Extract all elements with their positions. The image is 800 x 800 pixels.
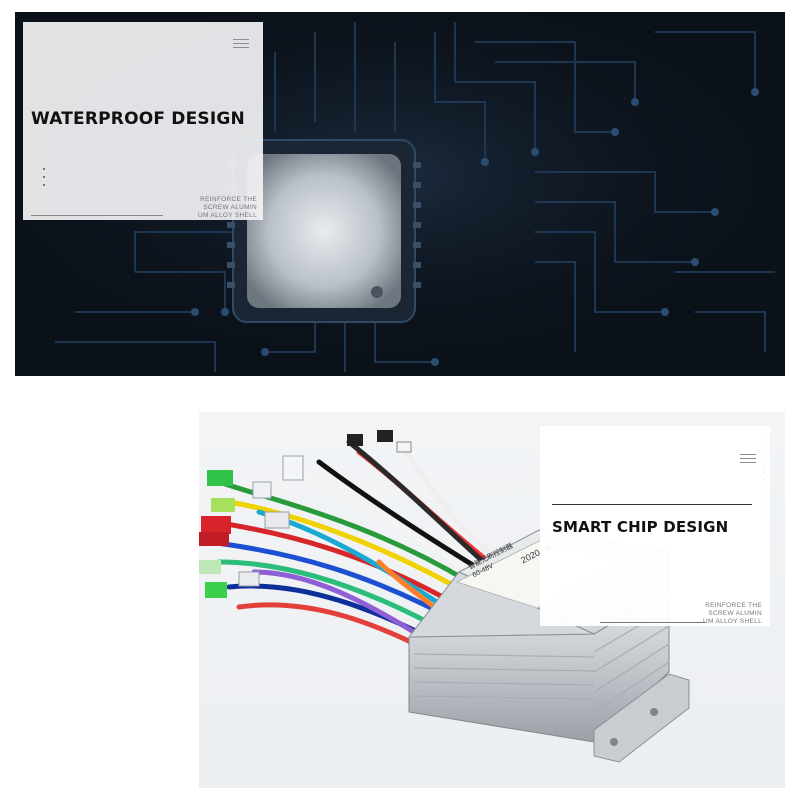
circuit-chip-banner: WATERPROOF DESIGN REINFORCE THE SCREW AL… — [15, 12, 785, 376]
menu-lines-icon — [233, 39, 249, 51]
waterproof-heading: WATERPROOF DESIGN — [31, 109, 245, 129]
smart-chip-heading: SMART CHIP DESIGN — [552, 518, 729, 536]
controller-product-banner: 智能无刷控制器 60-48V 2020.06 · · · · · · · · ·… — [199, 412, 785, 788]
waterproof-info-card: WATERPROOF DESIGN REINFORCE THE SCREW AL… — [23, 22, 263, 220]
menu-lines-icon — [740, 454, 756, 466]
decorative-vertical-text: · · · · · · · · · · · · — [760, 436, 766, 518]
chip-face — [247, 154, 401, 308]
waterproof-caption: REINFORCE THE SCREW ALUMIN UM ALLOY SHEL… — [198, 196, 257, 219]
smart-chip-info-card: · · · · · · · · · · · · SMART CHIP DESIG… — [540, 426, 770, 626]
smart-chip-caption: REINFORCE THE SCREW ALUMIN UM ALLOY SHEL… — [703, 602, 762, 625]
